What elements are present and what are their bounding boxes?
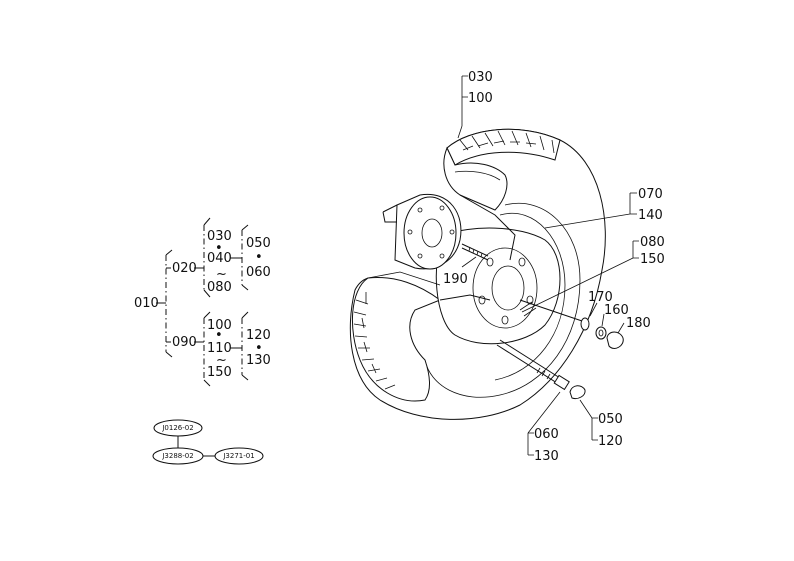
label-030: 030 <box>468 70 493 85</box>
washer-170 <box>580 317 590 331</box>
hub-flange <box>382 193 462 270</box>
tire-cutaway-bottom <box>351 276 442 402</box>
stud-bolt <box>461 243 489 261</box>
tree-b-item-1: 100 <box>207 318 232 333</box>
callout-labels: 030 100 070 140 080 150 190 170 160 180 … <box>443 70 665 464</box>
nut-180 <box>606 331 624 349</box>
parts-tree: 010 020 030 040 ~ 080 • 050 • 060 090 10… <box>134 217 271 387</box>
tree-group-b: 090 <box>172 335 197 350</box>
ref-right-text: J3271-01 <box>222 452 254 460</box>
ref-oval-right <box>214 447 264 465</box>
tree-b-dot: • <box>215 328 223 343</box>
wheel-bolt-holes <box>478 257 534 325</box>
tree-group-a: 020 <box>172 261 197 276</box>
tree-a-sub-dot: • <box>255 250 263 265</box>
tire-cutaway-top <box>443 146 508 211</box>
label-150: 150 <box>640 252 665 267</box>
washer-160 <box>595 326 607 340</box>
label-080: 080 <box>640 235 665 250</box>
label-180: 180 <box>626 316 651 331</box>
tree-b-item-3: 150 <box>207 365 232 380</box>
tread-blocks-top <box>459 130 555 154</box>
tree-a-range: ~ <box>216 267 227 282</box>
label-100: 100 <box>468 91 493 106</box>
tree-root: 010 <box>134 296 159 311</box>
label-050: 050 <box>598 412 623 427</box>
label-190: 190 <box>443 272 468 287</box>
label-120: 120 <box>598 434 623 449</box>
tree-a-dot: • <box>215 241 223 256</box>
wheel-center-bore <box>491 265 525 311</box>
tire-tread-top <box>446 128 561 166</box>
tree-b-sub-dot: • <box>255 341 263 356</box>
tree-a-item-2: 040 <box>207 251 232 266</box>
label-070: 070 <box>638 187 663 202</box>
tree-a-sub-1: 050 <box>246 236 271 251</box>
tree-a-sub-2: 060 <box>246 265 271 280</box>
tree-a-item-1: 030 <box>207 229 232 244</box>
tree-b-sub-1: 120 <box>246 328 271 343</box>
wheel-assembly <box>349 128 606 420</box>
ref-top-text: J0126-02 <box>161 424 193 432</box>
label-140: 140 <box>638 208 663 223</box>
hub-hardware <box>519 299 624 349</box>
tire-inner-sidewall <box>424 203 581 398</box>
tree-b-item-2: 110 <box>207 341 232 356</box>
label-160: 160 <box>604 303 629 318</box>
reference-ovals: J0126-02 J3288-02 J3271-01 <box>152 419 264 465</box>
label-170: 170 <box>588 290 613 305</box>
tree-b-sub-2: 130 <box>246 353 271 368</box>
tread-blocks-bottom <box>353 292 396 390</box>
label-060: 060 <box>534 427 559 442</box>
ref-left-text: J3288-02 <box>161 452 193 460</box>
tree-a-item-3: 080 <box>207 280 232 295</box>
callout-leaders <box>457 75 639 456</box>
valve-stem <box>496 339 586 399</box>
wheel-hub-ring <box>472 247 538 329</box>
tree-b-range: ~ <box>216 353 227 368</box>
label-130: 130 <box>534 449 559 464</box>
